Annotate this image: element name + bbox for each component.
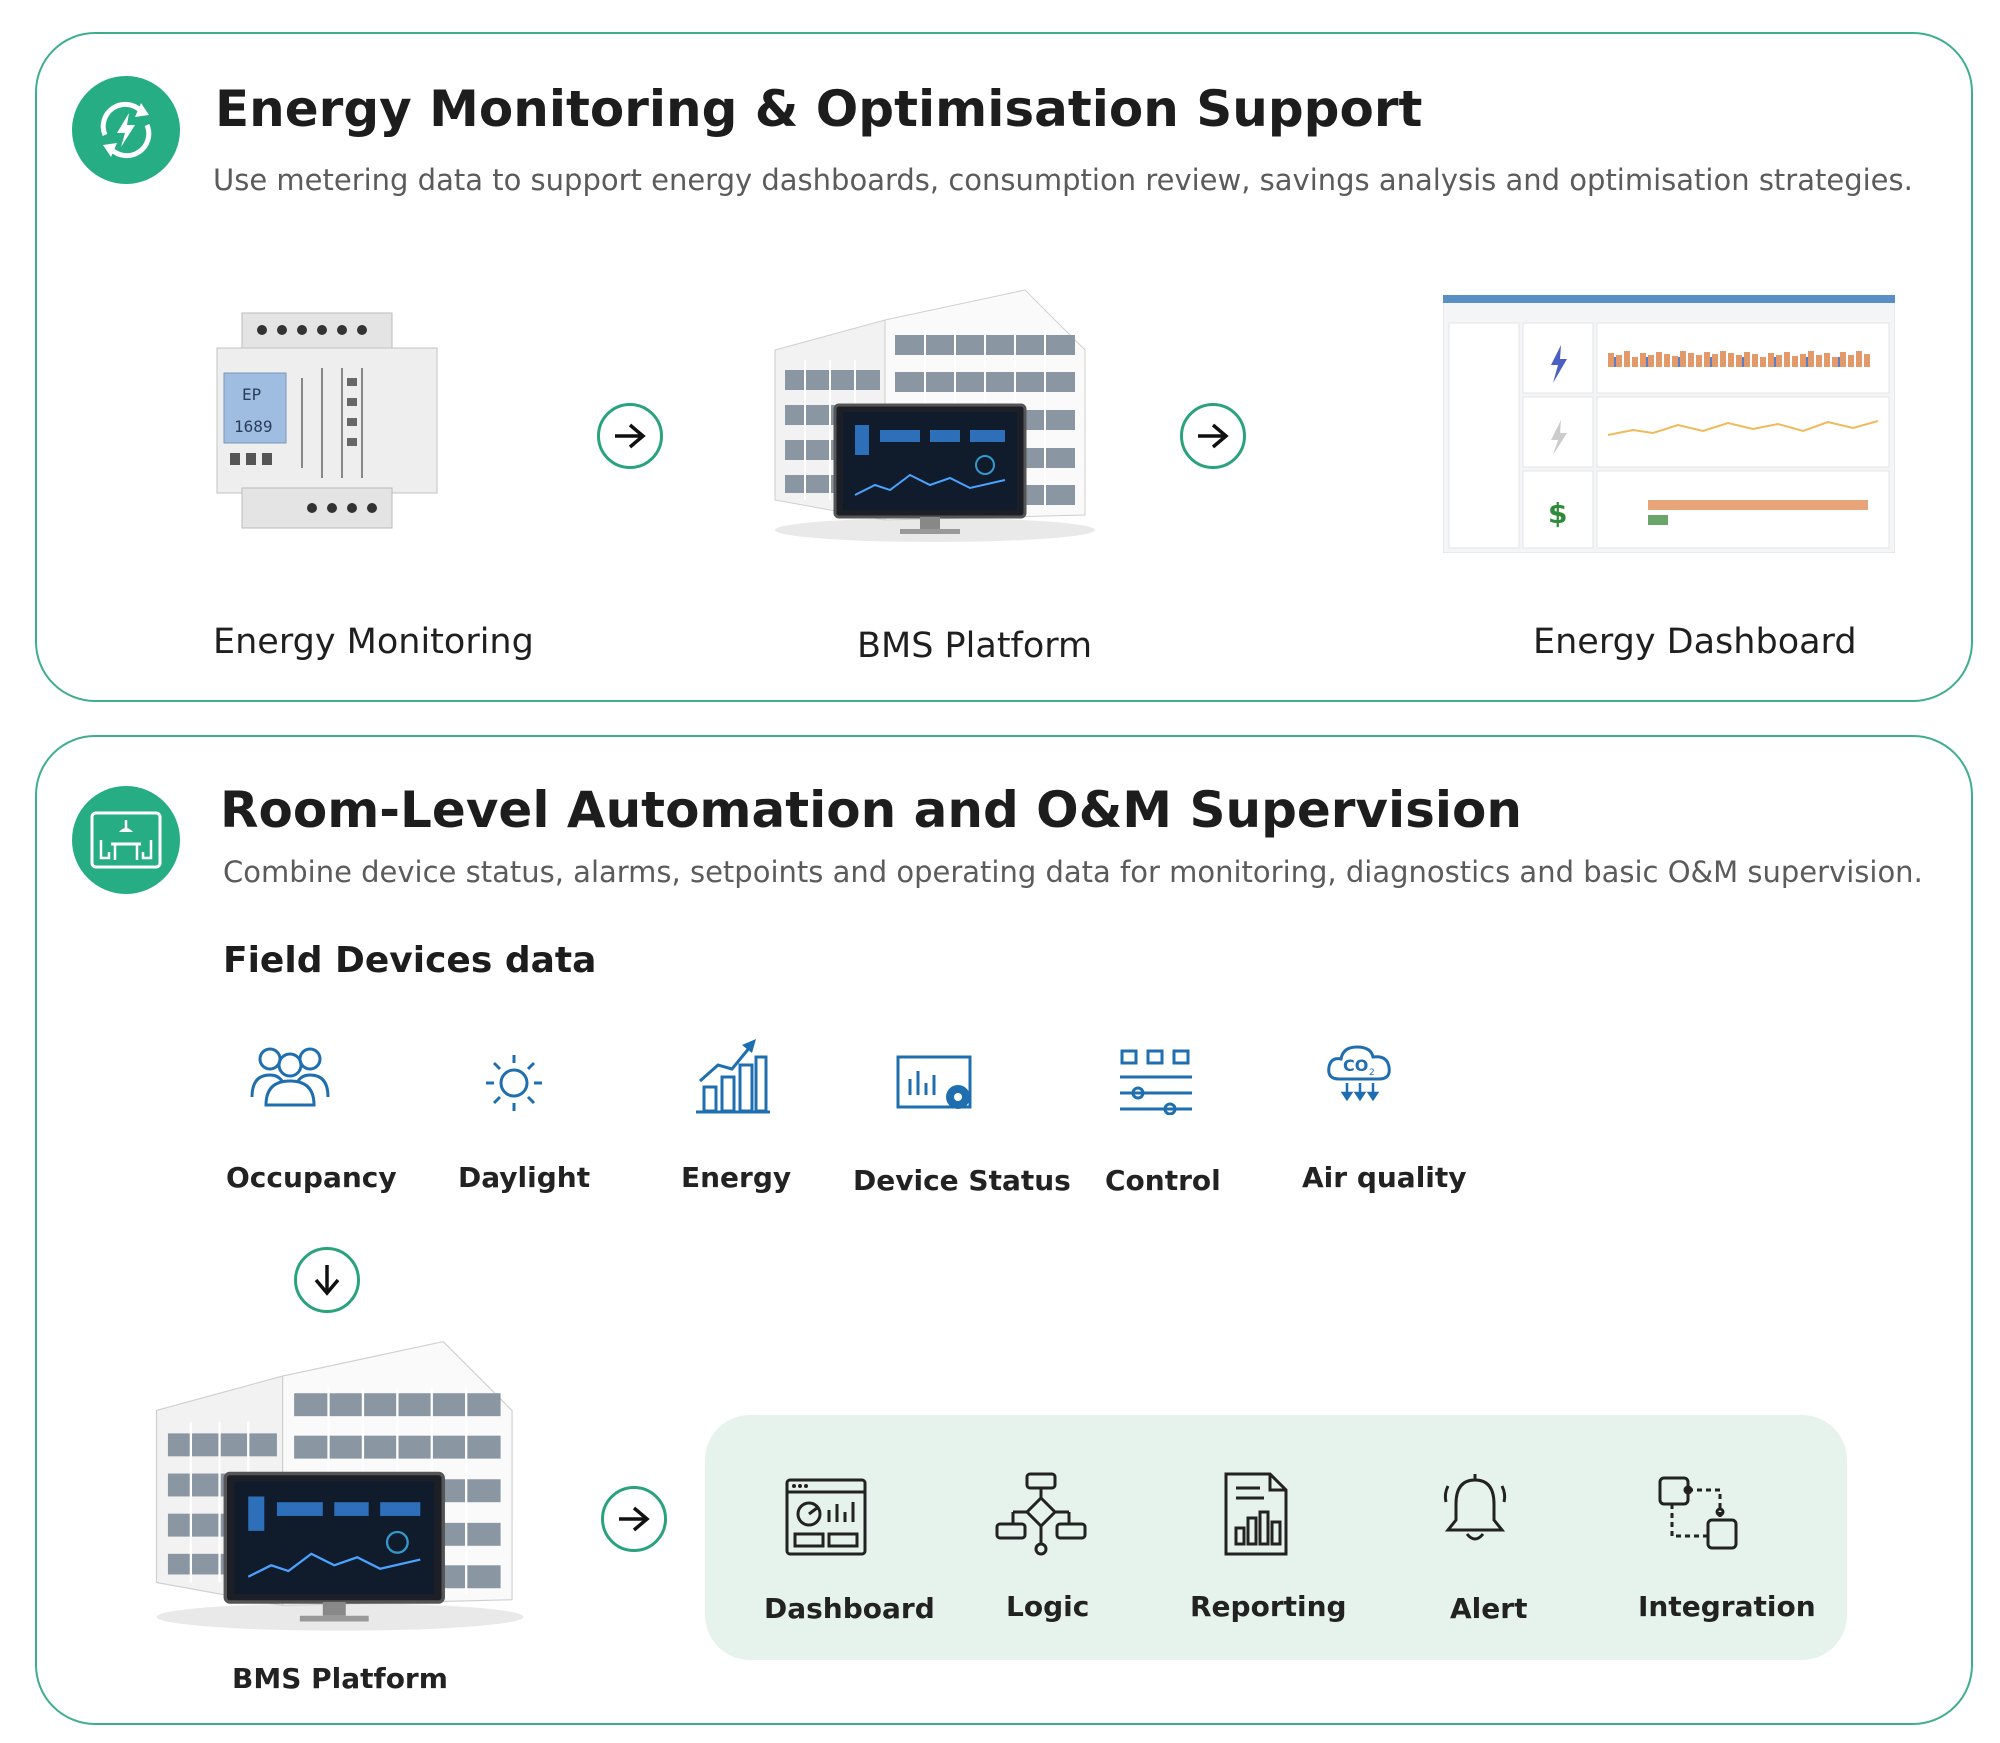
co2-cloud-icon: CO 2 [1327, 1045, 1391, 1101]
section-1-title: Energy Monitoring & Optimisation Support [215, 80, 1423, 138]
step-label-energy-dashboard: Energy Dashboard [1533, 622, 1857, 662]
arrow-down-icon [294, 1247, 360, 1313]
svg-text:$: $ [1548, 497, 1567, 530]
device-label-daylight: Daylight [458, 1161, 591, 1194]
section-2-title: Room-Level Automation and O&M Supervisio… [220, 781, 1523, 839]
field-devices-heading: Field Devices data [223, 940, 597, 981]
arrow-right-icon [601, 1486, 667, 1552]
arrow-right-icon [597, 403, 663, 469]
meter-display-line1: EP [242, 385, 261, 404]
integration-icon [1658, 1476, 1738, 1550]
device-label-device-status: Device Status [853, 1164, 1071, 1197]
sun-icon [486, 1055, 542, 1111]
device-label-occupancy: Occupancy [226, 1161, 397, 1194]
step-label-energy-monitoring: Energy Monitoring [213, 622, 534, 662]
building-with-monitor-image [765, 280, 1105, 550]
chart-gear-icon [896, 1055, 972, 1109]
co2-subscript: 2 [1369, 1068, 1375, 1078]
co2-text: CO [1343, 1056, 1368, 1075]
feature-label-alert: Alert [1450, 1592, 1528, 1625]
bms-features-box [705, 1415, 1847, 1660]
dashboard-screenshot-image: $ [1442, 294, 1896, 554]
feature-label-integration: Integration [1638, 1590, 1816, 1623]
control-sliders-icon [1120, 1049, 1192, 1115]
step-label-bms-platform: BMS Platform [857, 626, 1093, 666]
arrow-right-icon [1180, 403, 1246, 469]
bell-icon [1443, 1474, 1507, 1541]
energy-cycle-icon [72, 76, 180, 184]
device-label-control: Control [1105, 1164, 1221, 1197]
feature-label-reporting: Reporting [1190, 1590, 1347, 1623]
feature-label-dashboard: Dashboard [764, 1592, 935, 1625]
report-icon [1224, 1472, 1288, 1556]
section-1-description: Use metering data to support energy dash… [213, 163, 1913, 197]
energy-meter-image: EP 1689 [212, 308, 442, 533]
dashboard-icon [785, 1478, 867, 1556]
bar-chart-growth-icon [696, 1039, 770, 1114]
meter-display-line2: 1689 [234, 417, 273, 436]
device-label-air-quality: Air quality [1302, 1161, 1467, 1194]
people-icon [250, 1047, 330, 1107]
platform-label: BMS Platform [232, 1662, 448, 1695]
building-with-monitor-image [145, 1330, 535, 1640]
feature-label-logic: Logic [1006, 1590, 1090, 1623]
device-label-energy: Energy [681, 1161, 792, 1194]
meeting-room-icon [72, 786, 180, 894]
section-2-description: Combine device status, alarms, setpoints… [223, 855, 1923, 889]
logic-flow-icon [995, 1472, 1087, 1556]
